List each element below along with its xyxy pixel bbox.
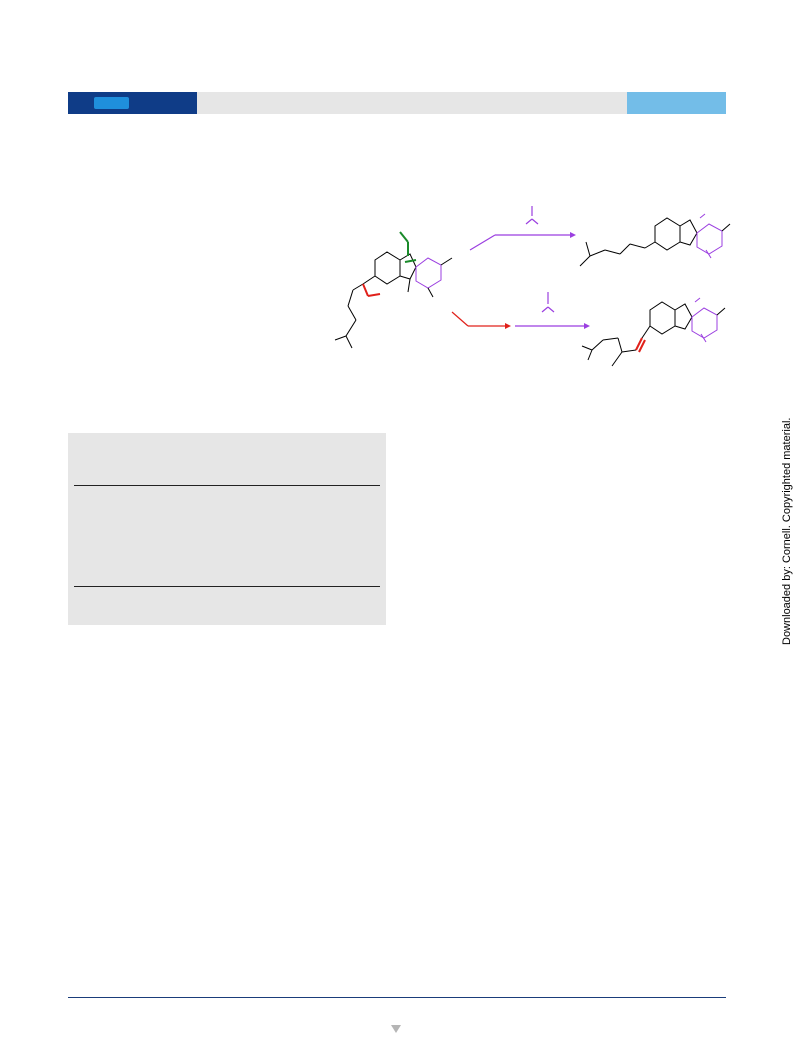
header-tag [94,97,129,109]
upper-product-methyl [721,223,731,232]
footer-rule [68,997,726,998]
lower-product-purple-ring [691,297,718,343]
lower-product-methyl [716,307,726,316]
upper-reaction-arrow [469,206,576,251]
starting-material-structure [334,251,453,349]
lower-reaction-arrow-purple [515,292,590,329]
header-title-band [197,92,627,114]
journal-header-bar [68,92,726,114]
data-table-panel [68,433,386,625]
header-dark-block [68,92,197,114]
page-down-arrow-icon[interactable] [391,1025,401,1033]
table-top-rule [74,485,380,486]
reaction-scheme-drawing [334,206,731,367]
upper-product-structure [579,217,698,267]
red-highlight-bonds [362,283,381,297]
table-bottom-rule [74,586,380,587]
lower-product-structure [581,301,693,367]
lower-reaction-arrow-red [451,311,511,329]
header-light-block [627,92,726,114]
green-highlight-bonds [399,231,417,263]
reaction-scheme [320,188,740,398]
upper-product-purple-ring [696,213,723,259]
download-notice: Downloaded by: Cornell. Copyrighted mate… [781,417,793,645]
lower-product-red-bond [635,337,646,353]
